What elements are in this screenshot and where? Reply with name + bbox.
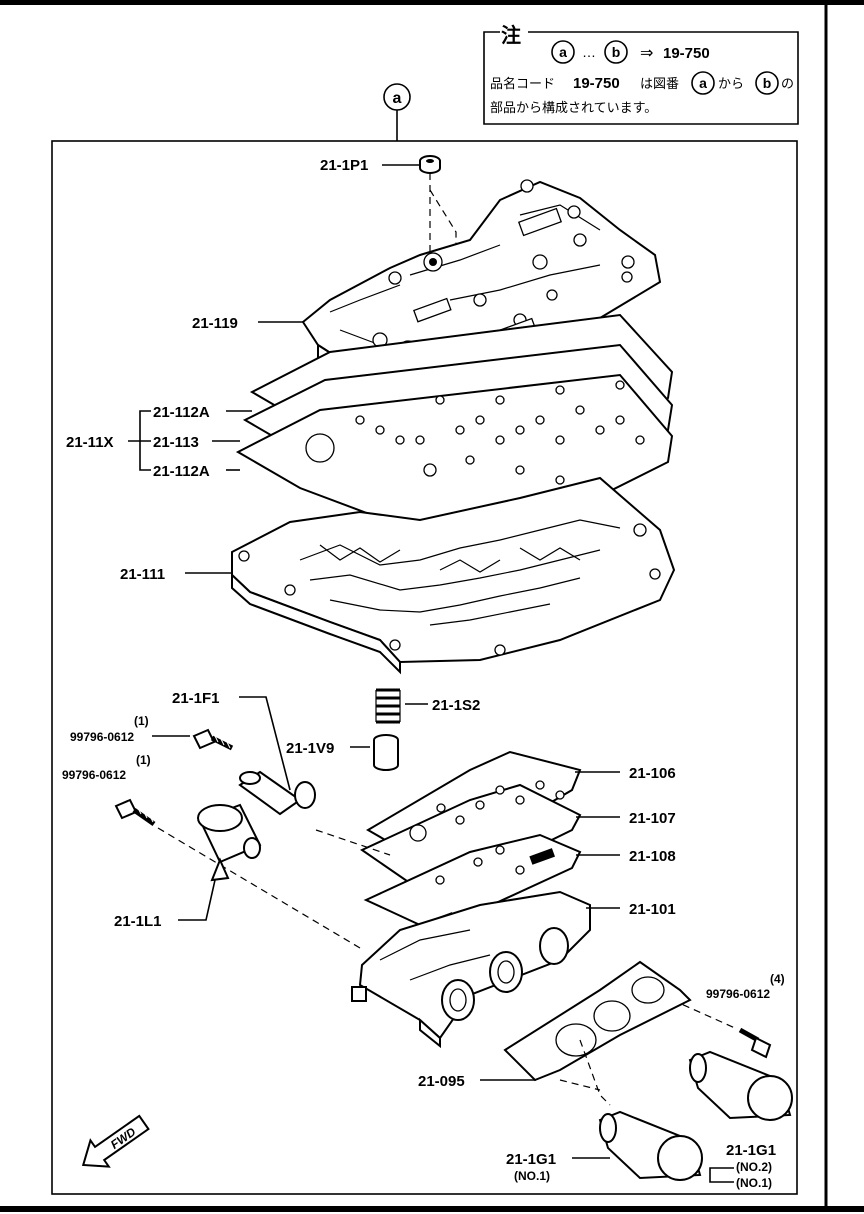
lower-valve-body: [351, 890, 591, 1049]
label-21-11x: 21-11X: [66, 434, 114, 451]
svg-text:から: から: [718, 76, 744, 91]
label-bolt1-qty: (1): [134, 714, 149, 728]
label-21-112a-top: 21-112A: [153, 404, 210, 421]
bolt-2: [114, 798, 361, 949]
solenoid-1l1: [197, 803, 262, 882]
solenoid-1f1: [238, 770, 391, 856]
label-bolt3-qty: (4): [770, 972, 785, 986]
label-21-101: 21-101: [629, 901, 676, 918]
svg-text:a: a: [559, 44, 567, 60]
label-21-111: 21-111: [120, 566, 165, 583]
seal-part: [419, 155, 457, 262]
label-bolt3-code: 99796-0612: [706, 987, 770, 1001]
svg-text:b: b: [612, 44, 621, 60]
label-21-112a-bottom: 21-112A: [153, 463, 210, 480]
valve-part: [373, 734, 399, 771]
svg-text:…: …: [582, 44, 596, 60]
note-box: 注 a … b ⇒ 19-750 品名コード 19-750 は図番 a から b…: [483, 23, 799, 125]
circle-a-marker: [551, 40, 575, 64]
label-21-107: 21-107: [629, 810, 676, 827]
label-21-1s2: 21-1S2: [432, 697, 480, 714]
svg-text:a: a: [393, 90, 402, 107]
lower-plates: [359, 750, 582, 929]
label-21-1g1-right-no1: (NO.1): [736, 1176, 772, 1190]
svg-text:部品から構成されています。: 部品から構成されています。: [490, 100, 657, 115]
assembly-frame: a: [51, 83, 798, 1195]
label-21-1g1-left: 21-1G1: [506, 1151, 556, 1168]
label-21-1f1: 21-1F1: [172, 690, 220, 707]
label-bolt1-code: 99796-0612: [70, 730, 134, 744]
svg-text:b: b: [763, 75, 772, 91]
label-21-108: 21-108: [629, 848, 676, 865]
label-21-1g1-right: 21-1G1: [726, 1142, 776, 1159]
assembly-box: [51, 140, 798, 1195]
svg-text:a: a: [699, 75, 707, 91]
label-bolt2-qty: (1): [136, 753, 151, 767]
bottom-rule: [0, 1206, 864, 1212]
label-21-1p1: 21-1P1: [320, 157, 368, 174]
solenoid-1g1-left: [598, 1110, 703, 1181]
label-21-1l1: 21-1L1: [114, 913, 162, 930]
label-21-095: 21-095: [418, 1073, 465, 1090]
circle-b-marker: [604, 40, 628, 64]
label-bolt2-code: 99796-0612: [62, 768, 126, 782]
svg-text:⇒: ⇒: [640, 45, 653, 62]
part-labels: 21-1P1 21-119 21-112A 21-11X 21-113 21-1…: [62, 157, 785, 1190]
spring-part: [375, 688, 401, 724]
gasket-095: [503, 960, 692, 1106]
svg-text:品名コード: 品名コード: [490, 76, 555, 91]
solenoid-1g1-right: [688, 1050, 793, 1121]
label-21-1v9: 21-1V9: [286, 740, 334, 757]
bolt-1: [192, 728, 234, 751]
top-rule: [0, 0, 864, 5]
svg-text:は図番: は図番: [640, 76, 679, 91]
svg-text:の: の: [781, 76, 794, 91]
svg-text:19-750: 19-750: [663, 45, 710, 62]
label-21-1g1-left-no: (NO.1): [514, 1169, 550, 1183]
label-21-113: 21-113: [153, 434, 199, 451]
label-21-1g1-right-no2: (NO.2): [736, 1160, 772, 1174]
label-21-119: 21-119: [192, 315, 238, 332]
main-valve-body: [231, 476, 676, 675]
label-21-106: 21-106: [629, 765, 676, 782]
note-title: 注: [501, 23, 521, 47]
fwd-arrow-icon: FWD: [81, 1114, 150, 1168]
svg-text:19-750: 19-750: [573, 75, 620, 92]
leader-lines: [128, 164, 734, 1183]
